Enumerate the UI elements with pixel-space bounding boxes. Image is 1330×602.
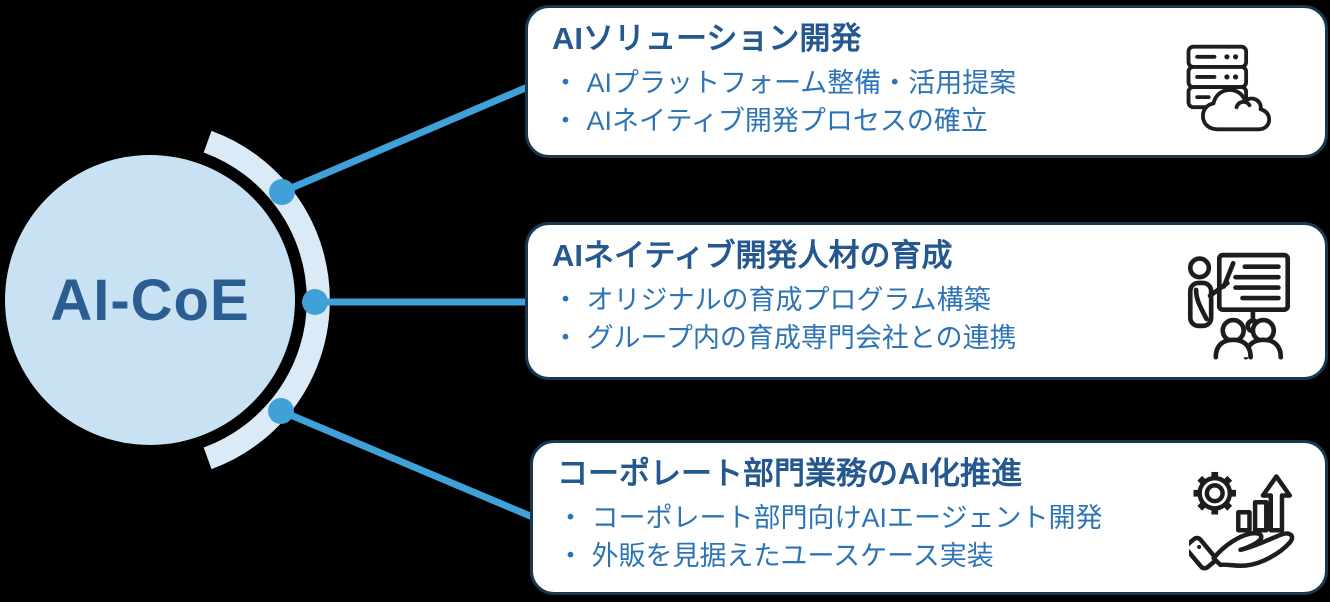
card-title: コーポレート部門業務のAI化推進 xyxy=(557,456,1022,491)
card-ai-solution-development: AIソリューション開発 ・ AIプラットフォーム整備・活用提案 ・ AIネイティ… xyxy=(525,5,1328,158)
hand-gear-growth-icon xyxy=(1184,463,1301,575)
connector-dot-middle xyxy=(302,289,328,315)
card-title: AIソリューション開発 xyxy=(552,21,862,56)
ai-coe-hub: AI-CoE xyxy=(5,155,295,445)
connector-line-bottom xyxy=(279,407,537,522)
connector-dot-bottom xyxy=(268,398,294,424)
ai-coe-label: AI-CoE xyxy=(50,267,250,333)
card-bullet: ・ 外販を見据えたユースケース実装 xyxy=(557,541,994,571)
card-bullet: ・ オリジナルの育成プログラム構築 xyxy=(552,285,991,315)
card-bullet: ・ AIネイティブ開発プロセスの確立 xyxy=(552,106,988,136)
connector-dot-top xyxy=(269,179,295,205)
card-talent-development: AIネイティブ開発人材の育成 ・ オリジナルの育成プログラム構築 ・ グループ内… xyxy=(525,222,1328,380)
card-bullet: ・ AIプラットフォーム整備・活用提案 xyxy=(552,68,1017,98)
server-cloud-icon xyxy=(1177,40,1273,136)
card-title: AIネイティブ開発人材の育成 xyxy=(552,238,953,273)
connector-line-top xyxy=(280,82,532,196)
card-bullet: ・ コーポレート部門向けAIエージェント開発 xyxy=(557,503,1103,533)
card-corporate-ai-promotion: コーポレート部門業務のAI化推進 ・ コーポレート部門向けAIエージェント開発 … xyxy=(530,440,1328,595)
training-presentation-icon xyxy=(1181,243,1297,367)
card-bullet: ・ グループ内の育成専門会社との連携 xyxy=(552,323,1017,353)
